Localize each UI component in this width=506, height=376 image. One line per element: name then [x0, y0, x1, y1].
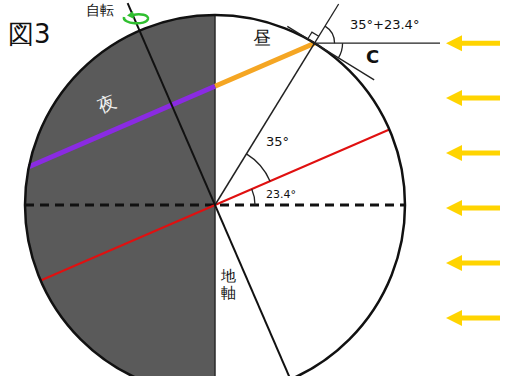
sunlight-arrow	[458, 41, 500, 46]
day-side	[25, 15, 405, 376]
night-side	[25, 15, 215, 376]
angle-label: 35°	[266, 135, 289, 149]
day-label: 昼	[253, 28, 271, 48]
horizon-tangent	[287, 26, 374, 79]
axis-label: 地軸	[221, 268, 236, 301]
sunlight-arrowhead	[446, 310, 462, 326]
rotation-arrowhead	[127, 11, 134, 19]
sun-ray-line	[315, 43, 440, 44]
sunlight-arrow	[458, 96, 500, 101]
angle-label: 35°+23.4°	[350, 18, 419, 32]
altitude-sum-arc	[325, 26, 335, 43]
angle-label: 23.4°	[266, 189, 296, 201]
sunlight-arrow	[458, 151, 500, 156]
sunlight-arrowhead	[446, 35, 462, 51]
day-parallel	[215, 43, 315, 86]
figure-number: 図3	[8, 20, 51, 49]
sunlight-arrowhead	[446, 255, 462, 271]
tilt-angle-arc	[252, 189, 255, 205]
earth-axis	[128, 3, 301, 376]
solar-altitude-arc	[338, 43, 342, 58]
terminator	[214, 15, 216, 376]
sunlight-arrow	[458, 261, 500, 266]
sunlight-arrowhead	[446, 145, 462, 161]
sunlight-arrowhead	[446, 90, 462, 106]
angle-name: C	[366, 47, 379, 67]
latitude-radius	[215, 43, 315, 205]
rotation-label: 自転	[86, 3, 114, 18]
sunlight-arrow	[458, 206, 500, 211]
right-angle-mark	[308, 32, 319, 39]
earth-outline	[25, 15, 405, 376]
sunlight-arrowhead	[446, 200, 462, 216]
sunlight-arrow	[458, 316, 500, 321]
latitude-angle-arc	[246, 154, 270, 181]
zenith-line	[315, 4, 339, 43]
